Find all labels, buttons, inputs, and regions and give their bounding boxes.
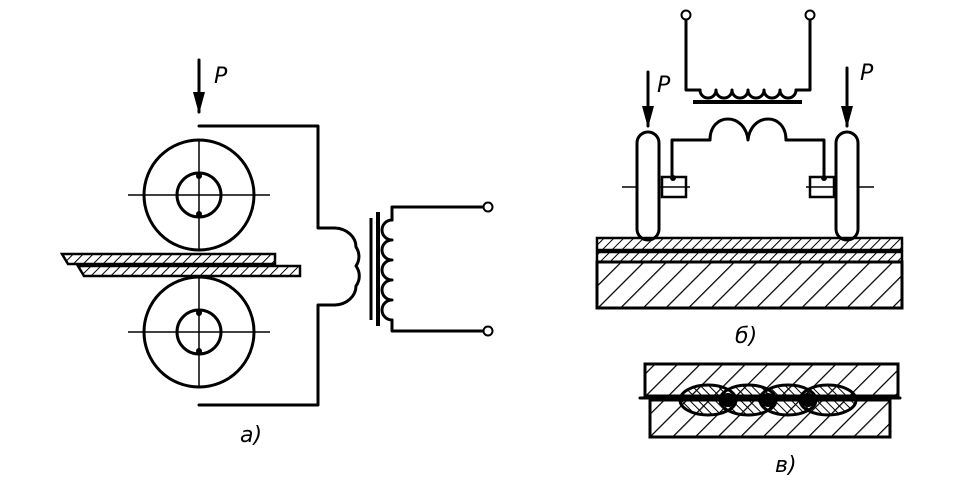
force-label-mid: P: [657, 73, 671, 98]
figure-v-weld-cross-section: в): [638, 362, 902, 478]
force-arrow-left: [193, 58, 205, 114]
lower-roller: [128, 275, 270, 389]
workpiece-sheets: [59, 252, 302, 278]
terminal-bottom: [482, 325, 494, 337]
secondary-coil: [333, 226, 361, 307]
caption-b: б): [735, 324, 757, 349]
force-label-left: P: [214, 64, 228, 89]
base-plate: [595, 260, 904, 310]
caption-v: в): [775, 453, 797, 478]
terminal-top: [482, 201, 494, 213]
weld-nuggets: [678, 383, 858, 417]
force-label-right: P: [860, 61, 874, 86]
force-arrow-mid: [642, 70, 654, 128]
figure-b-twin-roller-welding: P P б): [595, 9, 904, 349]
upper-roller: [128, 138, 270, 252]
supply-terminal-left: [680, 9, 692, 21]
transformer-core: [369, 212, 380, 326]
roller-electrode-left: [635, 130, 661, 242]
force-arrow-right: [841, 66, 853, 128]
primary-winding-b: [698, 88, 798, 100]
roller-electrode-right: [834, 130, 860, 242]
caption-a: а): [240, 423, 262, 448]
primary-coil: [380, 218, 394, 322]
top-sheet: [595, 236, 904, 252]
supply-terminal-right: [804, 9, 816, 21]
secondary-winding-b: [708, 117, 788, 142]
figure-a-seam-welding: P: [59, 58, 494, 448]
secondary-circuit-wire: [197, 124, 337, 230]
